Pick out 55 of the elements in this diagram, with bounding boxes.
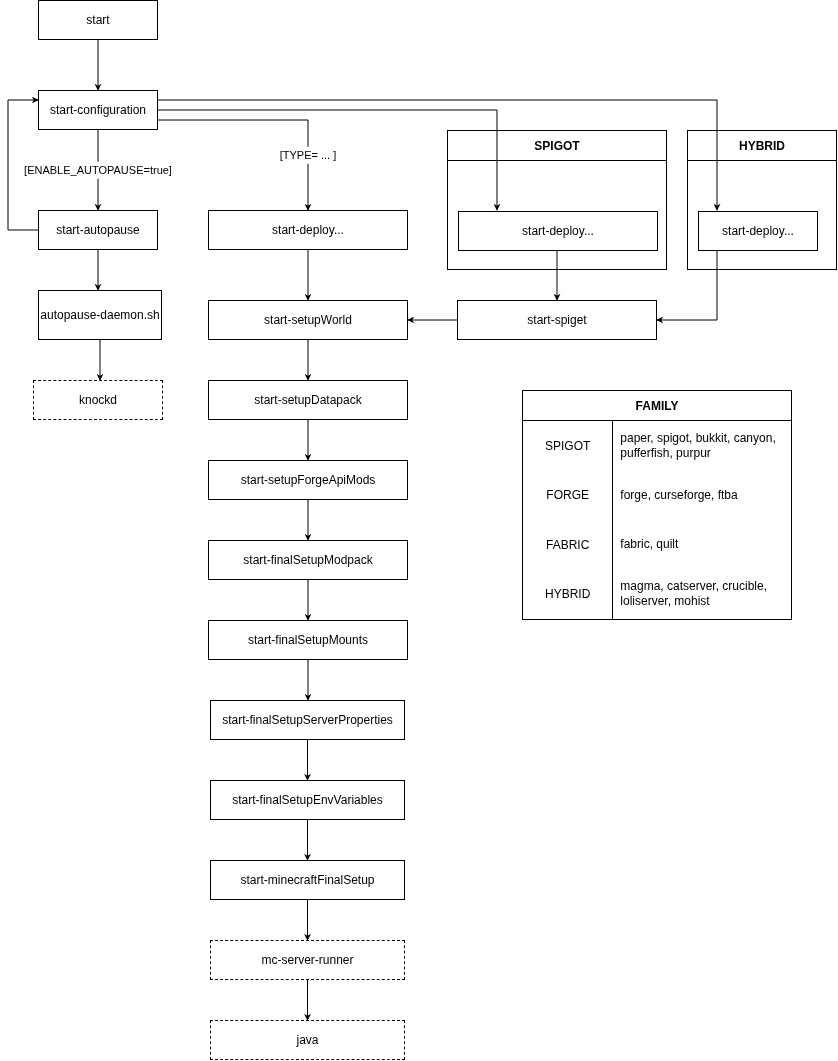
edge-label: [TYPE= ... ]: [279, 146, 337, 164]
arrow: [157, 99, 721, 211]
process-box: start-finalSetupModpack: [208, 540, 408, 580]
arrow: [304, 249, 312, 301]
table-cell-text: forge, curseforge, ftba: [619, 487, 739, 503]
arrow: [94, 39, 102, 91]
process-box: start-deploy...: [208, 210, 408, 250]
arrow: [553, 249, 561, 301]
arrow: [7, 96, 39, 231]
arrow: [304, 419, 312, 461]
process-box: autopause-daemon.sh: [38, 290, 162, 340]
table-cell-text: SPIGOT: [543, 437, 592, 455]
table-cell-text: FORGE: [545, 487, 590, 505]
arrow: [304, 979, 311, 1021]
table-cell-text: paper, spigot, bukkit, canyon, pufferfish, purpur: [619, 430, 777, 461]
arrow: [304, 579, 312, 621]
process-box: start: [38, 0, 158, 40]
arrow: [157, 119, 312, 211]
process-box: start-finalSetupEnvVariables: [210, 780, 405, 820]
table-cell-text: HYBRID: [543, 586, 592, 604]
table-heading: FAMILY: [523, 391, 791, 421]
external-process-box: mc-server-runner: [210, 940, 405, 980]
process-box: start-autopause: [38, 210, 158, 250]
group-heading: HYBRID: [688, 131, 836, 161]
arrow: [304, 819, 311, 861]
process-box: start-setupDatapack: [208, 380, 408, 420]
process-box: start-minecraftFinalSetup: [210, 860, 405, 900]
edge-label: [ENABLE_AUTOPAUSE=true]: [24, 161, 172, 179]
process-box: start-configuration: [38, 90, 158, 130]
group-container: [687, 130, 837, 270]
group-container: [447, 130, 667, 270]
table-cell-text: magma, catserver, crucible, loliserver, mohist: [619, 579, 768, 610]
arrow: [304, 659, 312, 701]
process-box: start-finalSetupServerProperties: [210, 700, 405, 740]
process-box: start-finalSetupMounts: [208, 620, 408, 660]
arrow: [407, 316, 458, 324]
table-cell-text: fabric, quilt: [619, 537, 680, 553]
group-heading: SPIGOT: [448, 131, 666, 161]
process-box: start-setupWorld: [208, 300, 408, 340]
table-cell-text: FABRIC: [544, 536, 591, 554]
arrow: [656, 249, 718, 324]
arrow: [96, 339, 104, 381]
external-process-box: knockd: [33, 380, 163, 420]
arrow: [304, 739, 311, 781]
process-box: start-deploy...: [698, 211, 818, 251]
arrow: [304, 499, 312, 541]
process-box: start-spiget: [457, 300, 657, 340]
arrow: [94, 249, 102, 291]
arrow: [304, 899, 311, 941]
external-process-box: java: [210, 1020, 405, 1060]
family-table: [522, 390, 792, 620]
arrow: [304, 339, 312, 381]
process-box: start-deploy...: [458, 211, 658, 251]
process-box: start-setupForgeApiMods: [208, 460, 408, 500]
arrow: [157, 109, 501, 211]
